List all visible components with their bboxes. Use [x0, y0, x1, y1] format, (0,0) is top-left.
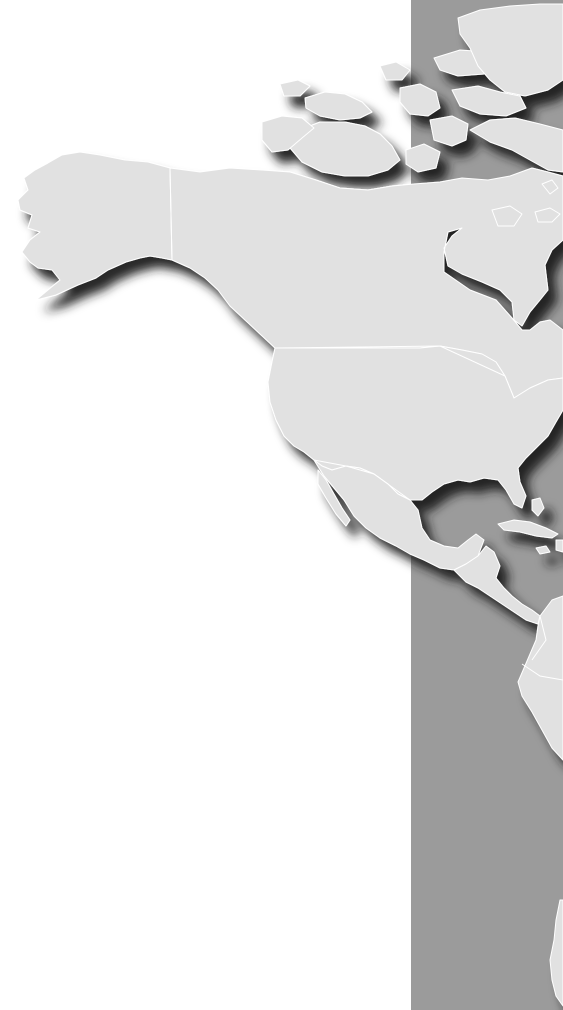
region-alaska [17, 151, 173, 301]
region-baja-california [317, 469, 351, 527]
region-caribbean-bahamas [531, 497, 545, 517]
region-cuba [497, 519, 559, 539]
region-arctic-island-7 [379, 61, 411, 81]
region-caribbean-hispaniola [555, 539, 563, 553]
region-arctic-island-1 [304, 91, 373, 121]
region-arctic-island-6 [279, 79, 311, 97]
border-ecuador-peru [521, 663, 563, 681]
region-caribbean-jamaica [535, 545, 551, 555]
region-arctic-island-2 [399, 83, 441, 117]
region-island-southampton [491, 205, 523, 227]
border-lines [169, 167, 563, 681]
border-alaska-canada [169, 167, 173, 261]
region-arctic-island-3 [429, 115, 469, 147]
region-arctic-baffin [469, 117, 563, 173]
border-usa-canada [274, 345, 506, 377]
region-south-america-south [549, 899, 563, 1007]
region-south-america-north [517, 595, 563, 761]
region-island-small-1 [534, 207, 561, 223]
region-central-america [453, 545, 541, 625]
region-arctic-island-8 [405, 143, 441, 173]
region-arctic-victoria [289, 121, 401, 177]
land-group [17, 3, 563, 1007]
region-arctic-banks [261, 115, 315, 153]
region-island-small-2 [541, 179, 559, 195]
region-greenland [457, 3, 563, 97]
border-usa-mexico [313, 459, 411, 501]
border-colombia [531, 615, 547, 661]
region-arctic-island-5 [451, 85, 527, 117]
